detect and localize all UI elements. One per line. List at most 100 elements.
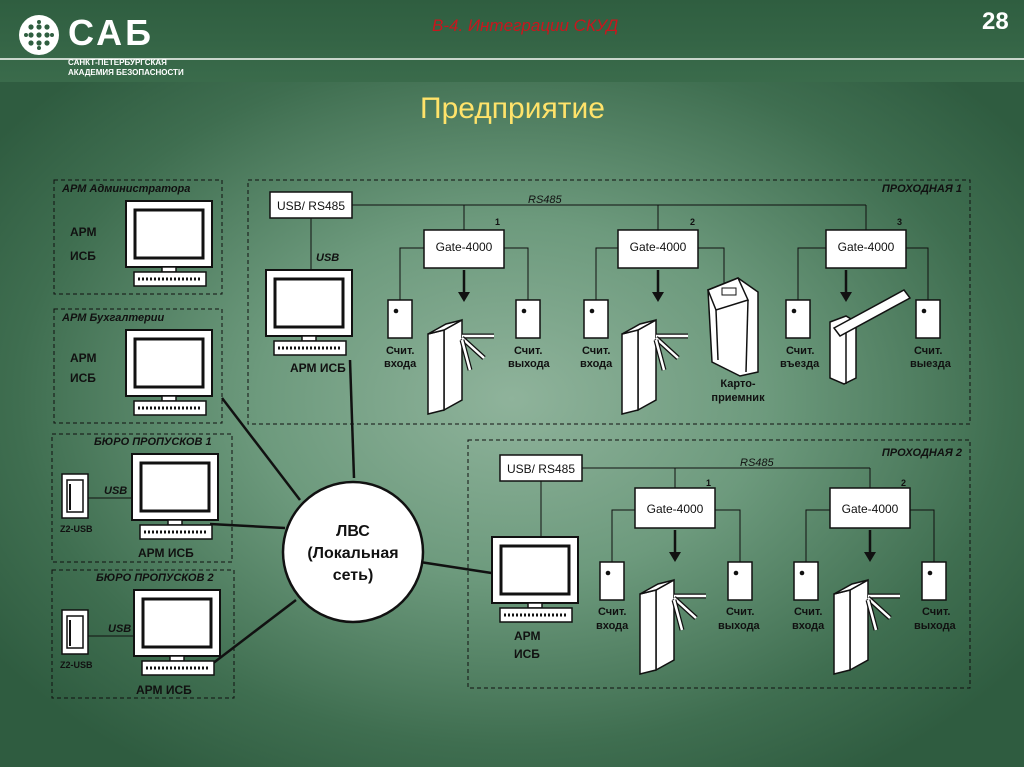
card-reader-icon [515,299,541,339]
gate-unit-1-2: 2 Gate-4000 Счит. входа Карто- приемник [580,205,765,414]
bus-label-1: RS485 [528,194,563,206]
card-reader-icon [599,561,625,601]
reader-out-label: Счит. [726,606,754,618]
controller-box [634,487,716,529]
arm-label-bureau-1: АРМ ИСБ [138,546,194,560]
controller-label: Gate-4000 [647,502,704,516]
arm-label-bureau-2: АРМ ИСБ [136,683,192,697]
header-band [0,0,1024,82]
zone-title-checkpoint-1: ПРОХОДНАЯ 1 [882,183,962,195]
turnstile-icon [834,580,900,674]
card-reader-icon [921,561,947,601]
card-reader-icon [793,561,819,601]
turnstile-icon [622,320,688,414]
lan-label-3: сеть) [333,567,374,584]
reader-out-label: Счит. [922,606,950,618]
card-reader-icon [915,299,941,339]
card-collector-label-2: приемник [711,392,765,404]
turnstile-icon [428,320,494,414]
usb-label-checkpoint-1: USB [316,252,339,264]
reader-in-label: Счит. [386,345,414,357]
reader-out-label-2: выхода [508,358,551,370]
slide-subtitle: В-4. Интеграции СКУД [432,16,619,35]
converter-label-1: USB/ RS485 [277,199,345,213]
computer-icon [130,452,220,541]
controller-label: Gate-4000 [436,240,493,254]
converter-label-2: USB/ RS485 [507,462,575,476]
gate-number: 2 [690,217,695,227]
controller-label: Gate-4000 [842,502,899,516]
computer-icon [132,588,222,677]
arm-label-accounting-1: АРМ [70,351,97,365]
gate-number: 1 [495,217,500,227]
arm-label-checkpoint-1: АРМ ИСБ [290,361,346,375]
reader-out-label: Счит. [514,345,542,357]
card-reader-icon [61,473,89,519]
computer-icon [124,199,214,288]
gate-number: 1 [706,478,711,488]
computer-icon [124,328,214,417]
card-reader-icon [785,299,811,339]
reader-in-label-2: входа [596,620,629,632]
reader-label-bureau-2: Z2-USB [60,660,93,670]
arrow-down-icon [650,268,666,304]
controller-box [829,487,911,529]
gate-unit-2-1: 1 Gate-4000 Счит. входа Счит. выхода [596,468,761,674]
logo-line-2: АКАДЕМИЯ БЕЗОПАСНОСТИ [68,68,184,77]
zone-title-bureau-1: БЮРО ПРОПУСКОВ 1 [94,436,212,448]
bus-label-2: RS485 [740,457,775,469]
usb-label-bureau-2: USB [108,623,131,635]
arrow-down-icon [838,268,854,304]
reader-in-label: Счит. [786,345,814,357]
reader-out-label-2: выхода [718,620,761,632]
zone-bureau-2 [51,569,235,699]
zone-title-checkpoint-2: ПРОХОДНАЯ 2 [882,447,962,459]
arm-label-checkpoint-2-1: АРМ [514,629,541,643]
zone-checkpoint-1 [247,179,971,425]
turnstile-icon [640,580,706,674]
card-reader-icon [61,609,89,655]
gate-number: 3 [897,217,902,227]
arm-label-admin-1: АРМ [70,225,97,239]
zone-accounting [53,308,223,424]
reader-in-label: Счит. [582,345,610,357]
card-collector-icon [707,277,759,377]
controller-box [423,229,505,269]
gate-number: 2 [901,478,906,488]
gate-unit-2-2: 2 Gate-4000 Счит. входа Счит. выхода [792,468,957,674]
arrow-down-icon [862,528,878,564]
arm-label-accounting-2: ИСБ [70,371,96,385]
header-divider [0,58,1024,60]
zone-title-admin: АРМ Администратора [61,183,190,195]
logo-name: САБ [68,12,154,53]
computer-icon [490,535,580,624]
arrow-down-icon [456,268,472,304]
reader-in-label-2: въезда [780,358,820,370]
card-reader-icon [727,561,753,601]
arm-label-checkpoint-2-2: ИСБ [514,647,540,661]
logo-line-1: САНКТ-ПЕТЕРБУРГСКАЯ [68,58,167,67]
page-number: 28 [982,8,1009,35]
reader-in-label-2: входа [792,620,825,632]
controller-label: Gate-4000 [838,240,895,254]
zone-title-bureau-2: БЮРО ПРОПУСКОВ 2 [96,572,214,584]
lan-circle [281,480,425,624]
zone-title-accounting: АРМ Бухгалтерии [61,312,165,324]
reader-out-label-2: выезда [910,358,952,370]
arm-label-admin-2: ИСБ [70,249,96,263]
reader-in-label: Счит. [598,606,626,618]
reader-label-bureau-1: Z2-USB [60,524,93,534]
reader-out-label-2: выхода [914,620,957,632]
gate-unit-1-3: 3 Gate-4000 Счит. въезда Счит. выезда [780,205,952,385]
lan-label-1: ЛВС [336,523,370,540]
zone-admin [53,179,223,295]
gate-unit-1-1: 1 Gate-4000 Счит. входа Счит. выхода [384,205,551,414]
reader-in-label: Счит. [794,606,822,618]
barrier-icon [829,289,912,385]
card-reader-icon [583,299,609,339]
controller-box [617,229,699,269]
reader-in-label-2: входа [580,358,613,370]
slide-title: Предприятие [420,92,605,125]
